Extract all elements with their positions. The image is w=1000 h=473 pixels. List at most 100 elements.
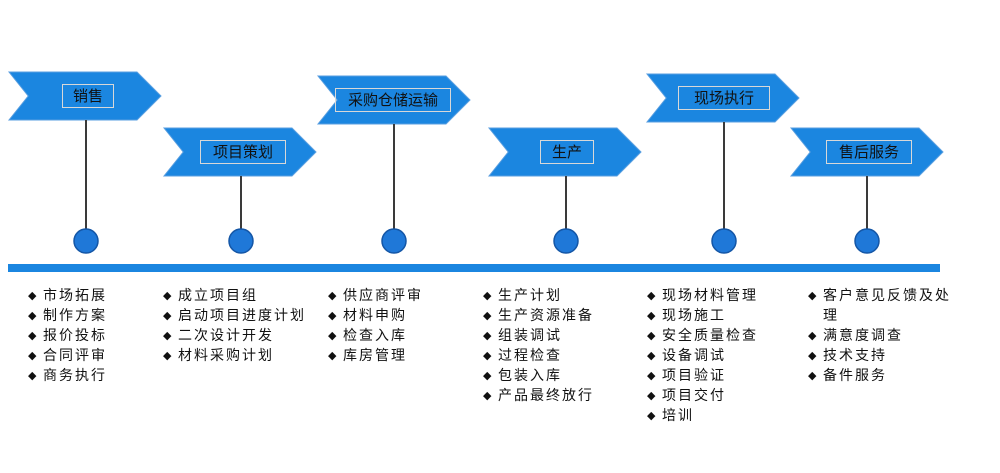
stage-title: 销售: [62, 84, 114, 108]
stage-node: [73, 228, 99, 254]
stage-title: 生产: [540, 140, 594, 164]
task-item: ◆ 包装入库: [483, 366, 633, 386]
task-item: ◆ 检查入库: [328, 326, 478, 346]
task-text: 技术支持: [823, 348, 887, 364]
stage-node: [711, 228, 737, 254]
stage-flag: [7, 71, 162, 121]
task-text: 生产计划: [498, 288, 562, 304]
diamond-bullet-icon: ◆: [328, 329, 337, 342]
diamond-bullet-icon: ◆: [163, 289, 172, 302]
diamond-bullet-icon: ◆: [647, 369, 656, 382]
stage-node: [854, 228, 880, 254]
task-item: ◆ 材料采购计划: [163, 346, 313, 366]
task-text: 商务执行: [43, 368, 107, 384]
task-item: ◆ 市场拓展: [28, 286, 158, 306]
task-text: 二次设计开发: [178, 328, 274, 344]
diamond-bullet-icon: ◆: [808, 369, 817, 382]
task-item: ◆ 供应商评审: [328, 286, 478, 306]
stage-flag: [487, 127, 642, 177]
task-item: ◆ 报价投标: [28, 326, 158, 346]
task-text: 客户意见反馈及处理: [823, 288, 951, 324]
task-text: 材料采购计划: [178, 348, 274, 364]
diamond-bullet-icon: ◆: [483, 349, 492, 362]
task-item: ◆库房管理: [328, 346, 478, 366]
task-text: 项目验证: [662, 368, 726, 384]
task-item: ◆ 客户意见反馈及处理: [808, 286, 953, 326]
diamond-bullet-icon: ◆: [328, 309, 337, 322]
diamond-bullet-icon: ◆: [163, 309, 172, 322]
diamond-bullet-icon: ◆: [647, 329, 656, 342]
diamond-bullet-icon: ◆: [28, 369, 37, 382]
task-item: ◆ 商务执行: [28, 366, 158, 386]
stage-task-list: ◆ 客户意见反馈及处理◆满意度调查 ◆ 技术支持 ◆ 备件服务: [808, 286, 953, 386]
task-text: 项目交付: [662, 388, 726, 404]
task-text: 合同评审: [43, 348, 107, 364]
task-text: 安全质量检查: [662, 328, 758, 344]
diamond-bullet-icon: ◆: [483, 289, 492, 302]
stage-node: [553, 228, 579, 254]
stage-task-list: ◆ 生产计划 ◆ 生产资源准备 ◆组装调试 ◆ 过程检查 ◆ 包装入库 ◆ 产品最终放行: [483, 286, 633, 406]
task-text: 报价投标: [43, 328, 107, 344]
task-text: 材料申购: [343, 308, 407, 324]
diamond-bullet-icon: ◆: [647, 309, 656, 322]
task-item: ◆ 备件服务: [808, 366, 953, 386]
task-text: 过程检查: [498, 348, 562, 364]
task-item: ◆ 合同评审: [28, 346, 158, 366]
task-text: 设备调试: [662, 348, 726, 364]
task-item: ◆ 二次设计开发: [163, 326, 313, 346]
diamond-bullet-icon: ◆: [808, 289, 817, 302]
task-item: ◆ 项目验证: [647, 366, 797, 386]
task-item: ◆组装调试: [483, 326, 633, 346]
task-item: ◆ 项目交付: [647, 386, 797, 406]
task-text: 启动项目进度计划: [178, 308, 306, 324]
stage-task-list: ◆ 成立项目组 ◆ 启动项目进度计划 ◆ 二次设计开发 ◆ 材料采购计划: [163, 286, 313, 366]
task-item: ◆ 成立项目组: [163, 286, 313, 306]
task-item: ◆ 技术支持: [808, 346, 953, 366]
stage-title: 售后服务: [826, 140, 912, 164]
task-text: 成立项目组: [178, 288, 258, 304]
diamond-bullet-icon: ◆: [163, 329, 172, 342]
diamond-bullet-icon: ◆: [647, 409, 656, 422]
task-item: ◆设备调试: [647, 346, 797, 366]
timeline-bar: [8, 264, 940, 272]
task-item: ◆ 材料申购: [328, 306, 478, 326]
diamond-bullet-icon: ◆: [483, 389, 492, 402]
diamond-bullet-icon: ◆: [647, 389, 656, 402]
task-text: 培训: [662, 408, 694, 424]
task-text: 产品最终放行: [498, 388, 594, 404]
task-text: 市场拓展: [43, 288, 107, 304]
stage-node: [381, 228, 407, 254]
diamond-bullet-icon: ◆: [28, 349, 37, 362]
stage-title: 项目策划: [200, 140, 286, 164]
task-item: ◆ 培训: [647, 406, 797, 426]
diamond-bullet-icon: ◆: [28, 309, 37, 322]
diamond-bullet-icon: ◆: [328, 289, 337, 302]
task-text: 组装调试: [498, 328, 562, 344]
task-text: 备件服务: [823, 368, 887, 384]
task-text: 包装入库: [498, 368, 562, 384]
task-text: 供应商评审: [343, 288, 423, 304]
stage-task-list: ◆ 供应商评审 ◆ 材料申购 ◆ 检查入库 ◆库房管理: [328, 286, 478, 366]
task-text: 检查入库: [343, 328, 407, 344]
diamond-bullet-icon: ◆: [483, 369, 492, 382]
diamond-bullet-icon: ◆: [483, 309, 492, 322]
task-item: ◆ 安全质量检查: [647, 326, 797, 346]
task-text: 现场施工: [662, 308, 726, 324]
task-text: 制作方案: [43, 308, 107, 324]
diamond-bullet-icon: ◆: [647, 289, 656, 302]
task-item: ◆ 生产资源准备: [483, 306, 633, 326]
stage-task-list: ◆ 市场拓展 ◆ 制作方案 ◆ 报价投标 ◆ 合同评审 ◆ 商务执行: [28, 286, 158, 386]
task-item: ◆满意度调查: [808, 326, 953, 346]
task-item: ◆ 过程检查: [483, 346, 633, 366]
diamond-bullet-icon: ◆: [28, 329, 37, 342]
task-text: 现场材料管理: [662, 288, 758, 304]
diamond-bullet-icon: ◆: [28, 289, 37, 302]
task-item: ◆ 现场施工: [647, 306, 797, 326]
task-item: ◆ 现场材料管理: [647, 286, 797, 306]
task-text: 生产资源准备: [498, 308, 594, 324]
task-item: ◆ 生产计划: [483, 286, 633, 306]
diamond-bullet-icon: ◆: [163, 349, 172, 362]
stage-node: [228, 228, 254, 254]
diamond-bullet-icon: ◆: [808, 349, 817, 362]
